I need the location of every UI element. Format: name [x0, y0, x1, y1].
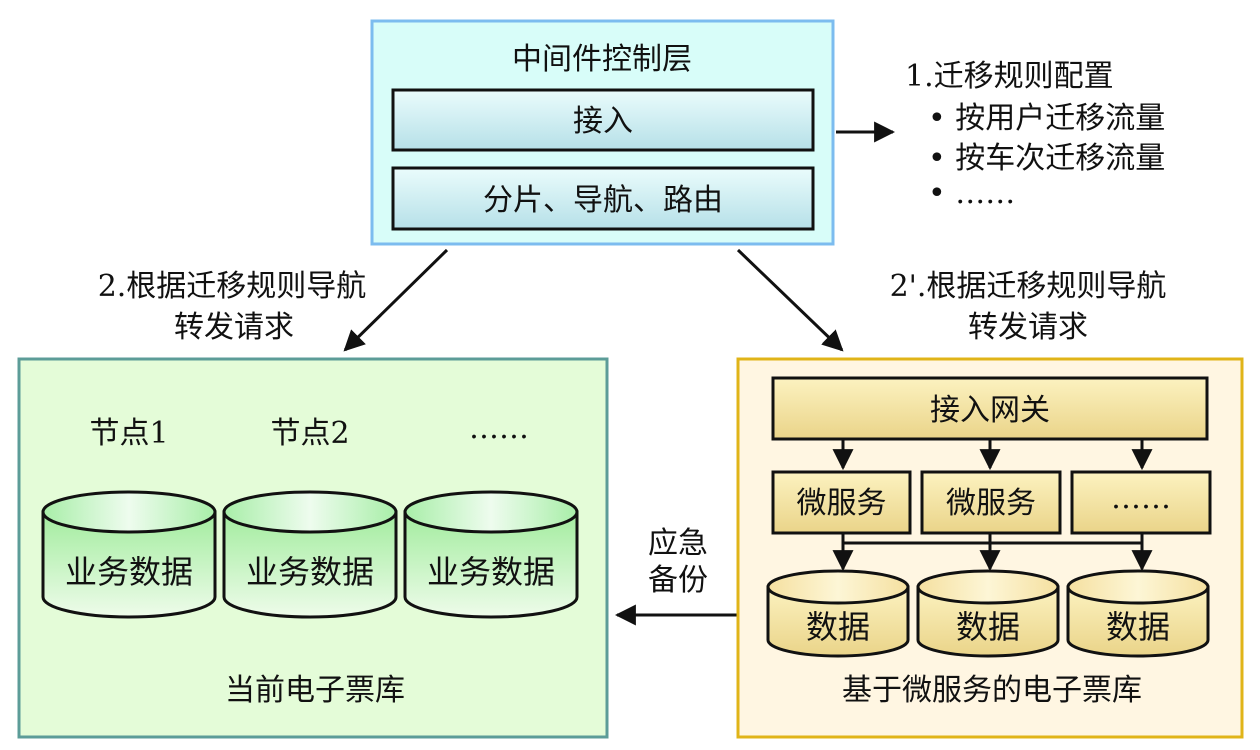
data-store: 数据 [1066, 569, 1210, 658]
forward-left-arrow [343, 248, 449, 352]
database-cylinder-icon [41, 490, 217, 619]
database-cylinder-icon [222, 490, 398, 619]
microservice-db-caption: 基于微服务的电子票库 [842, 673, 1142, 708]
middleware-control-layer: 中间件控制层 接入 分片、导航、路由 [370, 19, 835, 246]
database-cylinder-icon [766, 569, 910, 658]
storage-node: 节点1 业务数据 [41, 416, 217, 619]
access-label: 接入 [573, 104, 633, 139]
backup-line1: 应急 [648, 526, 708, 561]
control-layer-title: 中间件控制层 [512, 42, 692, 77]
storage-node: 节点2 业务数据 [222, 416, 398, 619]
routing-label: 分片、导航、路由 [483, 183, 723, 218]
microservice-box: 微服务 [920, 470, 1062, 535]
forward-right-label: 2'.根据迁移规则导航 转发请求 [890, 269, 1167, 345]
migration-rules: 1.迁移规则配置 • 按用户迁移流量 • 按车次迁移流量 • …… [905, 59, 1165, 211]
microservice-ticket-db: 接入网关 微服务 微服务 …… 数据 数据 数据 基于微服务的电子票库 [736, 357, 1244, 739]
rules-item: • 按车次迁移流量 [928, 141, 1165, 176]
forward-right-arrow [736, 248, 844, 352]
forward-left-line1: 2.根据迁移规则导航 [98, 269, 367, 304]
node-label: 节点2 [270, 416, 349, 451]
microservice-box: 微服务 [771, 470, 912, 535]
microservice-label: 微服务 [797, 486, 887, 521]
data-store-label: 数据 [1106, 608, 1170, 646]
cylinder-label: 业务数据 [427, 553, 555, 591]
forward-left-label: 2.根据迁移规则导航 转发请求 [98, 269, 367, 345]
gateway-label: 接入网关 [930, 393, 1050, 428]
data-store: 数据 [916, 569, 1060, 658]
cylinder-label: 业务数据 [246, 553, 374, 591]
node-label: …… [469, 411, 529, 446]
backup-label: 应急 备份 [648, 526, 708, 598]
database-cylinder-icon [1066, 569, 1210, 658]
access-box: 接入 [391, 88, 815, 152]
data-store: 数据 [766, 569, 910, 658]
database-cylinder-icon [916, 569, 1060, 658]
access-gateway: 接入网关 [771, 376, 1209, 441]
storage-node: …… 业务数据 [403, 411, 579, 619]
microservice-label: 微服务 [946, 486, 1036, 521]
forward-left-line2: 转发请求 [174, 310, 294, 345]
rules-item: • …… [928, 176, 1015, 211]
node-label: 节点1 [89, 416, 168, 451]
routing-box: 分片、导航、路由 [391, 166, 815, 231]
database-cylinder-icon [403, 490, 579, 619]
rules-title: 1.迁移规则配置 [905, 59, 1114, 94]
data-store-label: 数据 [806, 608, 870, 646]
microservice-box: …… [1070, 470, 1212, 535]
data-store-label: 数据 [956, 608, 1020, 646]
current-ticket-db: 节点1 业务数据 节点2 业务数据 …… 业务数据 当前电子票库 [17, 357, 609, 739]
forward-right-line1: 2'.根据迁移规则导航 [890, 269, 1167, 304]
current-db-caption: 当前电子票库 [225, 673, 405, 708]
microservice-label: …… [1111, 481, 1171, 516]
rules-item: • 按用户迁移流量 [928, 101, 1165, 136]
forward-right-line2: 转发请求 [968, 310, 1088, 345]
cylinder-label: 业务数据 [65, 553, 193, 591]
backup-line2: 备份 [648, 563, 708, 598]
